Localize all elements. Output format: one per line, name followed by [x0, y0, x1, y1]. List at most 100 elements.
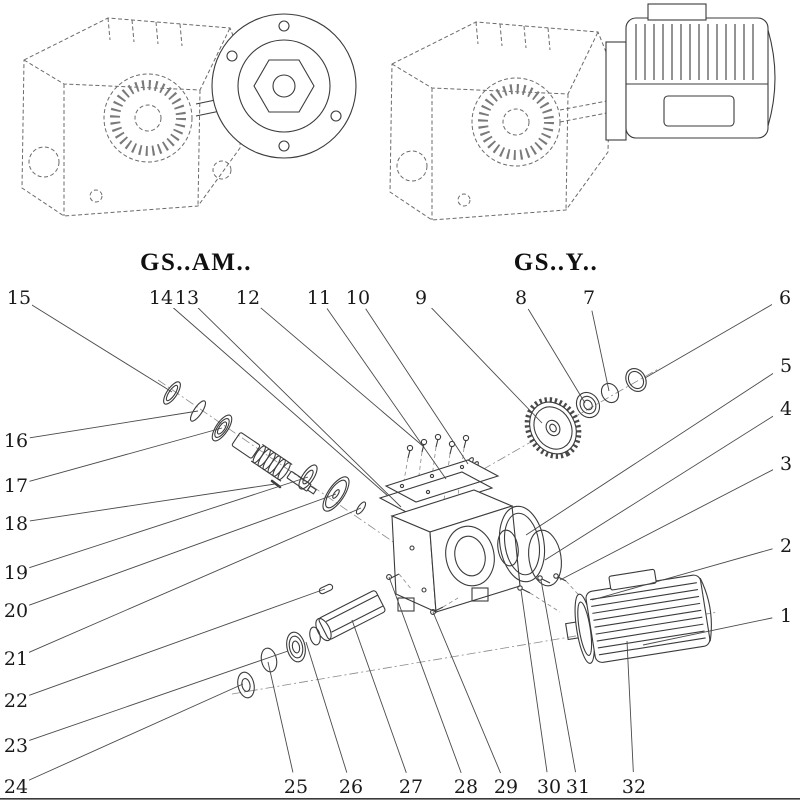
callout-20: 20: [4, 600, 28, 622]
callout-bg-1: [773, 604, 799, 626]
callout-6: 6: [779, 287, 791, 309]
leader-line-25: [267, 661, 294, 773]
leader-line-22: [29, 588, 326, 696]
callout-bg-14: [148, 286, 174, 308]
callout-3: 3: [780, 453, 792, 475]
exploded-view: [0, 367, 800, 800]
output-shaft: [315, 590, 386, 642]
gear-end-ring: [625, 368, 647, 392]
leader-line-3: [559, 469, 774, 581]
figure-gs-y-label: GS..Y..: [514, 249, 599, 276]
leader-line-20: [29, 493, 337, 606]
callout-bg-15: [6, 286, 32, 308]
callout-bg-9: [408, 286, 434, 308]
callout-bg-29: [493, 775, 519, 797]
gs-am-worm-gear-face: [110, 80, 186, 156]
leader-line-27: [351, 619, 407, 773]
callout-7: 7: [583, 287, 595, 309]
leader-line-28: [388, 576, 462, 774]
leader-line-15: [30, 304, 173, 393]
callout-bg-23: [3, 734, 29, 756]
worm-shaft: [231, 432, 317, 495]
callout-bg-12: [235, 286, 261, 308]
callout-31: 31: [566, 776, 590, 798]
callout-27: 27: [399, 776, 423, 798]
callout-bg-17: [3, 474, 29, 496]
callout-2: 2: [780, 535, 792, 557]
callout-bg-32: [621, 775, 647, 797]
callout-21: 21: [4, 648, 28, 670]
figure-gs-am-label: GS..AM..: [140, 249, 252, 276]
helical-gear-cluster: [524, 368, 647, 459]
callout-bg-10: [345, 286, 371, 308]
callout-bg-13: [174, 286, 200, 308]
callout-18: 18: [4, 513, 28, 535]
callout-bg-7: [576, 286, 602, 308]
leader-line-23: [29, 650, 289, 741]
callout-bg-5: [773, 354, 799, 376]
callout-bg-30: [536, 775, 562, 797]
callout-16: 16: [4, 430, 28, 452]
leader-line-11: [326, 308, 447, 480]
output-shaft-cluster: [237, 573, 459, 699]
leader-line-13: [196, 306, 402, 508]
leader-line-9: [430, 306, 543, 424]
callout-32: 32: [622, 776, 646, 798]
callout-29: 29: [494, 776, 518, 798]
callout-bg-16: [3, 429, 29, 451]
callout-bg-18: [3, 512, 29, 534]
callout-bg-3: [773, 452, 799, 474]
motor: [565, 568, 712, 664]
gs-y-housing-outline: [389, 21, 613, 221]
leader-line-19: [29, 476, 309, 569]
callout-bg-22: [3, 689, 29, 711]
callout-22: 22: [4, 690, 28, 712]
callout-8: 8: [515, 287, 527, 309]
callout-bg-24: [3, 775, 29, 797]
leader-line-1: [642, 617, 773, 646]
callout-10: 10: [346, 287, 370, 309]
callout-bg-11: [306, 286, 332, 308]
callout-28: 28: [454, 776, 478, 798]
leader-line-26: [305, 641, 348, 773]
leader-line-29: [432, 611, 501, 774]
leader-line-10: [365, 308, 469, 465]
leader-line-32: [626, 640, 634, 773]
callout-bg-28: [453, 775, 479, 797]
callout-30: 30: [537, 776, 561, 798]
leader-line-21: [28, 507, 362, 653]
gs-am-housing-outline: [21, 17, 243, 217]
leader-line-17: [29, 427, 223, 482]
leader-line-4: [544, 415, 775, 561]
callout-23: 23: [4, 735, 28, 757]
callout-bg-27: [398, 775, 424, 797]
leader-line-30: [520, 589, 548, 773]
helical-gear: [524, 397, 582, 459]
figure-gs-y: [389, 3, 776, 221]
callout-bg-31: [565, 775, 591, 797]
callout-24: 24: [4, 776, 28, 798]
leader-line-16: [29, 410, 199, 439]
leader-line-14: [171, 305, 389, 497]
leader-line-2: [591, 548, 773, 601]
leader-line-6: [644, 303, 774, 379]
leader-lines: [28, 303, 775, 781]
inspection-cover: [378, 459, 500, 515]
callout-bg-20: [3, 599, 29, 621]
leader-line-7: [591, 310, 610, 392]
callout-12: 12: [236, 287, 260, 309]
leader-line-8: [527, 308, 586, 404]
callout-15: 15: [7, 287, 31, 309]
gs-am-output-flange: [195, 13, 357, 159]
gs-y-worm-gear-face: [478, 84, 554, 160]
callout-bg-21: [3, 647, 29, 669]
callout-4: 4: [780, 398, 792, 420]
gear-bearing: [575, 391, 601, 419]
callout-bg-19: [3, 561, 29, 583]
gear-housing: [390, 489, 521, 613]
leader-line-5: [525, 372, 775, 536]
